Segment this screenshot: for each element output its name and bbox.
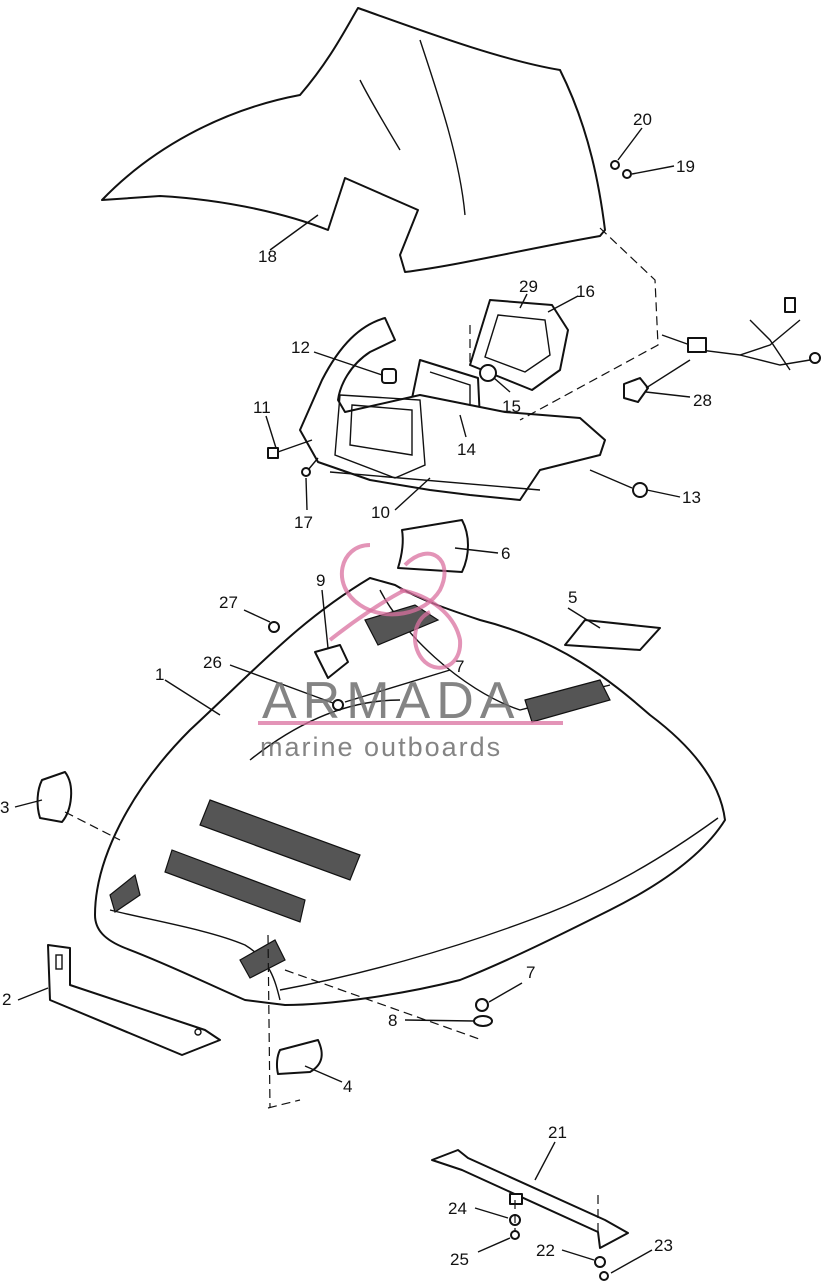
push-rivet — [589, 469, 648, 498]
callout-11: 11 — [253, 398, 271, 417]
callout-28: 28 — [693, 391, 712, 410]
screw-17 — [301, 457, 319, 477]
callout-7-lower: 7 — [526, 963, 535, 982]
watermark: ARMADA marine outboards — [258, 543, 563, 762]
bulb — [479, 364, 497, 382]
callout-7-upper: 7 — [455, 657, 464, 676]
washer-22 — [594, 1256, 606, 1268]
nut-25 — [510, 1230, 520, 1240]
grommet — [381, 368, 397, 384]
callout-27: 27 — [219, 593, 238, 612]
watermark-brand: ARMADA — [262, 672, 520, 730]
callouts: 1 2 3 4 5 6 7 7 8 9 10 11 12 13 14 15 16… — [0, 110, 712, 1269]
screw-27 — [268, 621, 280, 633]
nut-23 — [599, 1271, 609, 1281]
callout-18: 18 — [258, 247, 277, 266]
callout-15: 15 — [502, 397, 521, 416]
callout-22: 22 — [536, 1241, 555, 1260]
callout-9: 9 — [316, 571, 325, 590]
callout-20: 20 — [633, 110, 652, 129]
callout-23: 23 — [654, 1236, 673, 1255]
callout-17: 17 — [294, 513, 313, 532]
screw-11 — [267, 439, 313, 459]
callout-5: 5 — [568, 588, 577, 607]
hood — [94, 577, 726, 1006]
leader-lines — [14, 127, 691, 1274]
dash-panel — [299, 317, 606, 501]
nut-26 — [332, 699, 344, 711]
callout-10: 10 — [371, 503, 390, 522]
bracket-9 — [314, 644, 349, 679]
washer-8 — [473, 1015, 493, 1027]
bracket-21 — [431, 1149, 629, 1249]
callout-29: 29 — [519, 277, 538, 296]
assembly-lines — [64, 227, 659, 1232]
washer-19 — [622, 169, 632, 179]
watermark-rule — [258, 721, 563, 725]
callout-26: 26 — [203, 653, 222, 672]
nut-20 — [610, 160, 620, 170]
callout-8: 8 — [388, 1011, 397, 1030]
callout-21: 21 — [548, 1123, 567, 1142]
callout-24: 24 — [448, 1199, 467, 1218]
callout-6: 6 — [501, 544, 510, 563]
callout-4: 4 — [343, 1077, 352, 1096]
switch-harness — [623, 297, 821, 403]
cover-4 — [275, 1039, 323, 1075]
watermark-logo — [328, 543, 463, 670]
windshield — [101, 7, 606, 273]
callout-2: 2 — [2, 990, 11, 1009]
callout-1: 1 — [155, 665, 164, 684]
decal-5 — [564, 619, 661, 651]
callout-16: 16 — [576, 282, 595, 301]
watermark-tagline: marine outboards — [260, 732, 502, 762]
callout-12: 12 — [291, 338, 310, 357]
callout-14: 14 — [457, 440, 476, 459]
callout-3: 3 — [0, 798, 9, 817]
callout-25: 25 — [450, 1250, 469, 1269]
callout-19: 19 — [676, 157, 695, 176]
cover-3 — [36, 771, 73, 823]
bracket-2 — [47, 944, 221, 1056]
nut-7-lower — [475, 998, 489, 1012]
callout-13: 13 — [682, 488, 701, 507]
